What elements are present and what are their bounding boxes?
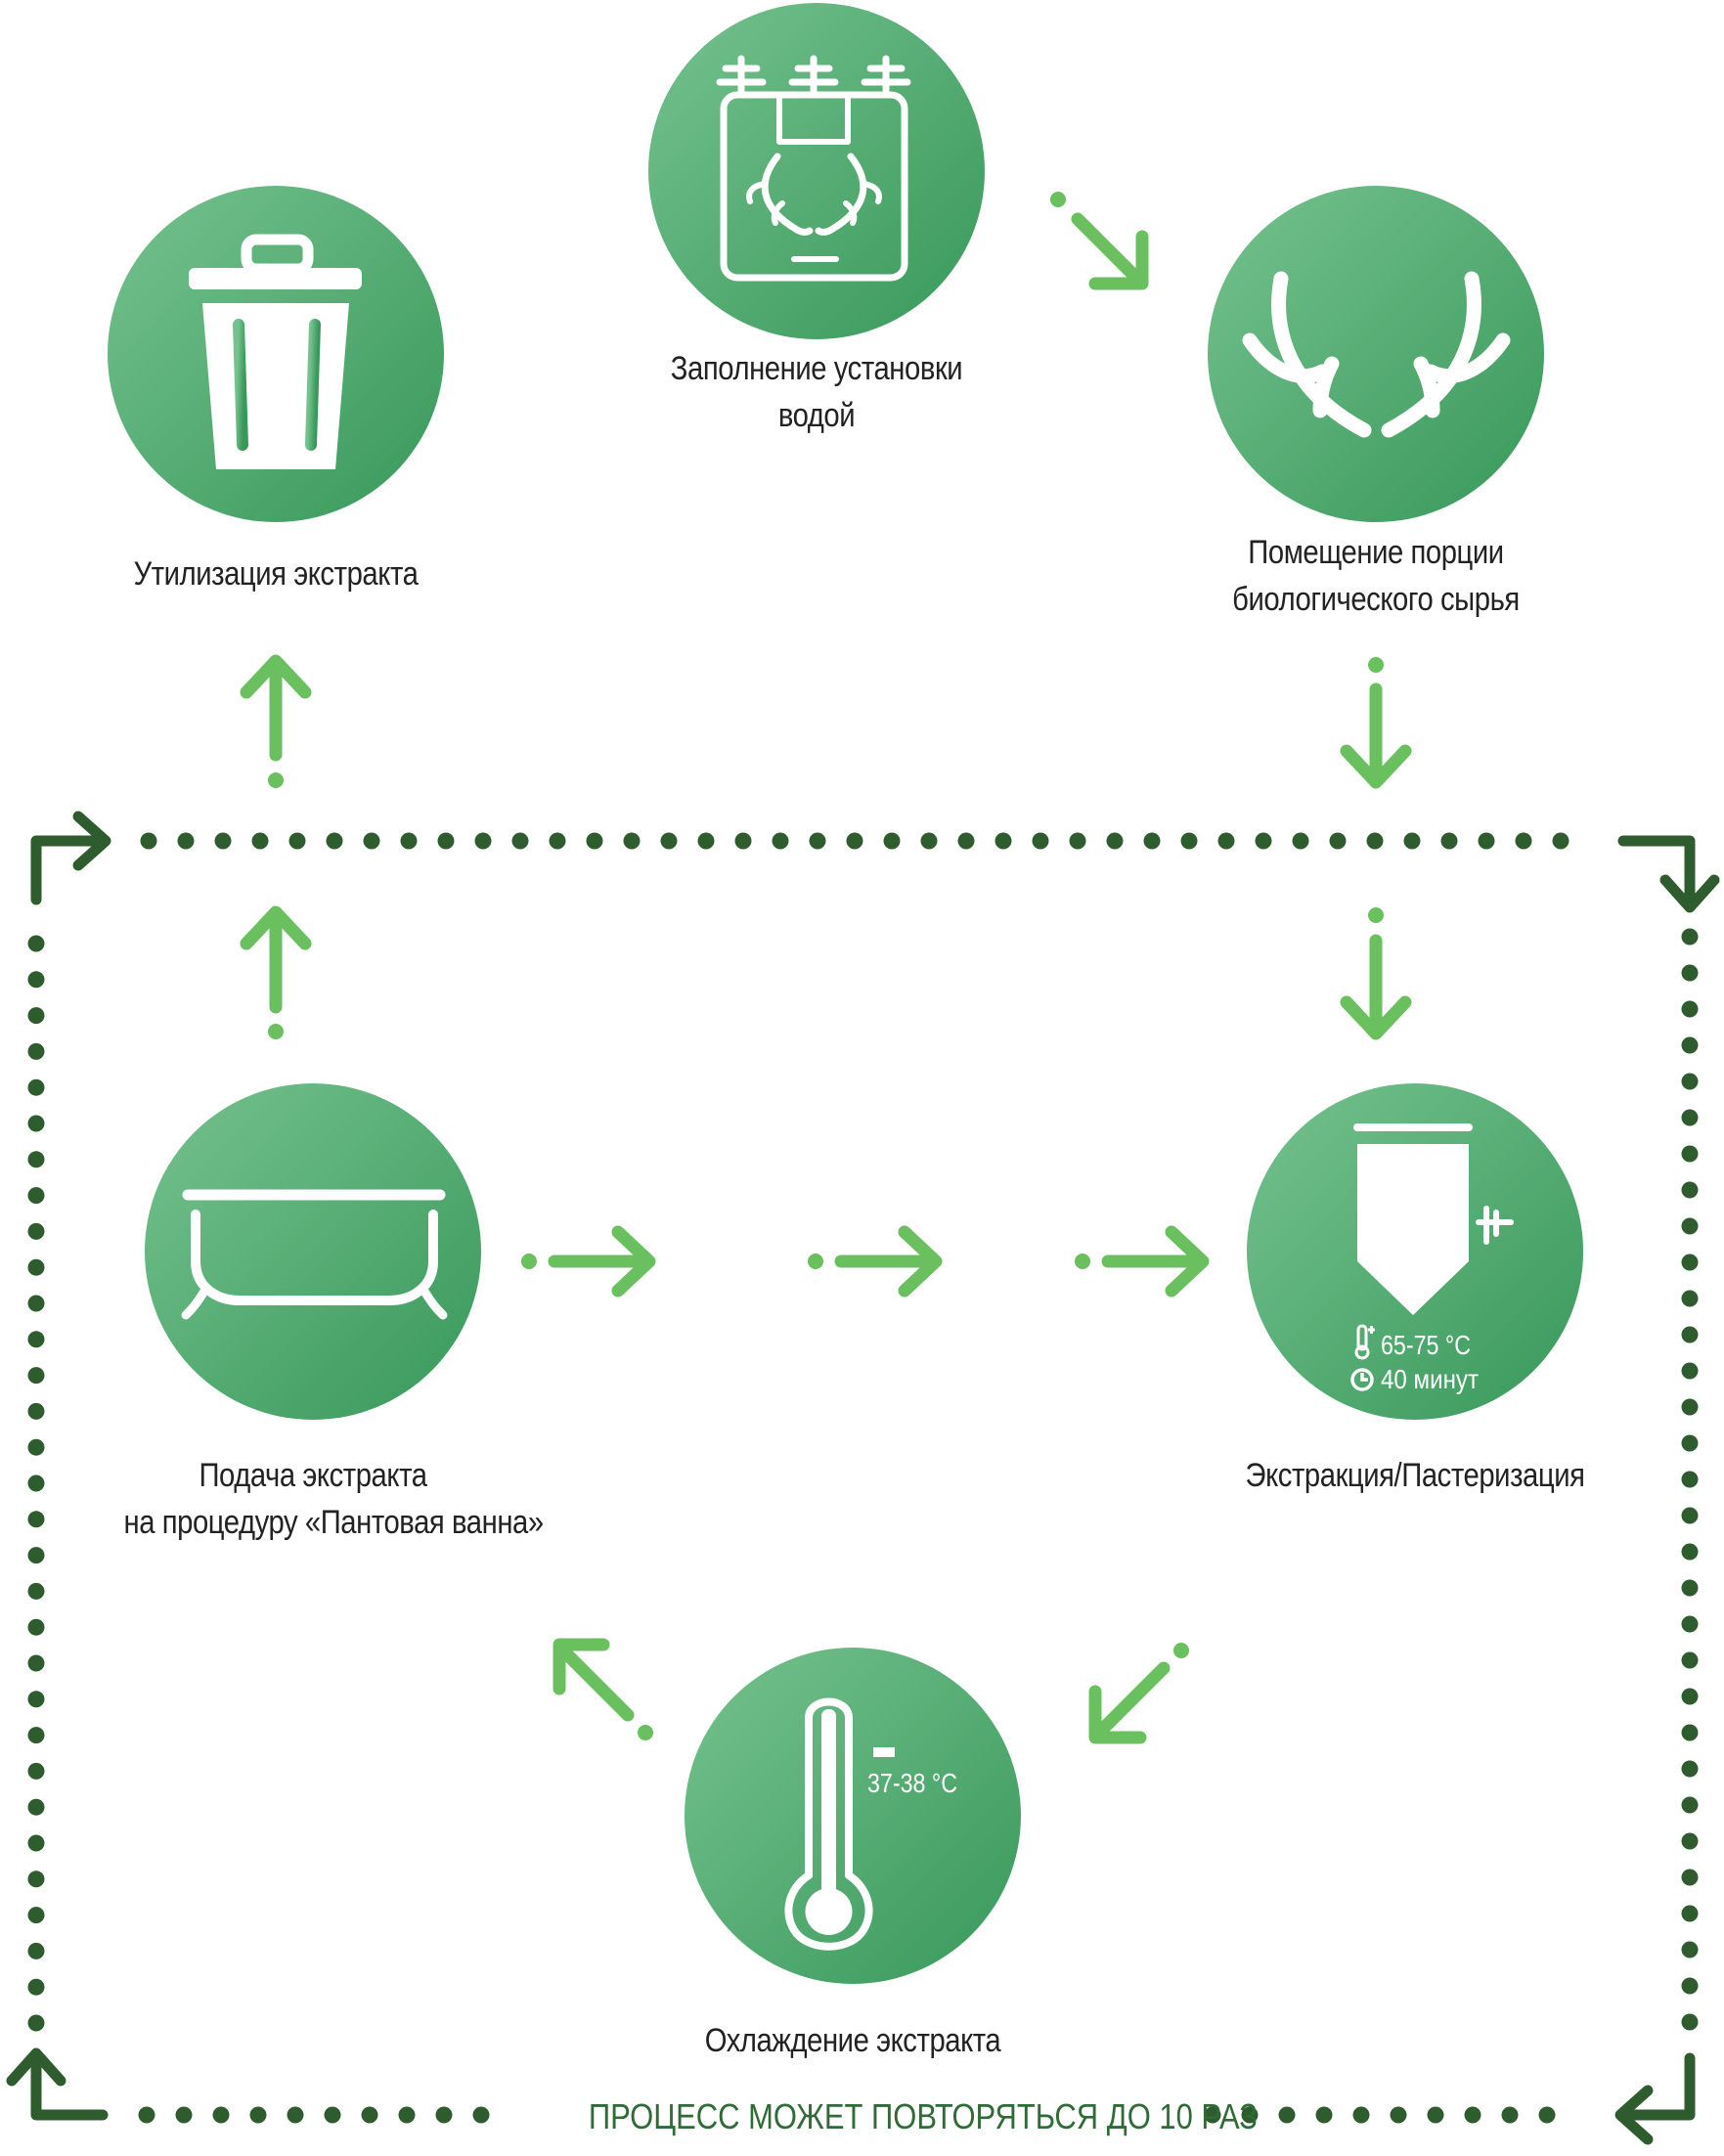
label-extraction: Экстракция/Пастеризация [1226, 1452, 1605, 1499]
label-line: Заполнение установки [670, 350, 963, 387]
flow-arrows [240, 192, 1412, 1744]
label-line: Помещение порции [1248, 534, 1504, 571]
label-disposal: Утилизация экстракта [108, 550, 444, 597]
step-place-portion [1208, 186, 1544, 522]
label-fill-water: Заполнение установки водой [648, 345, 985, 439]
arrow-extraction-to-cooling [1088, 1643, 1189, 1744]
loop-corner-top-right-icon [1617, 835, 1720, 913]
antlers-icon [1242, 271, 1511, 438]
repeat-loop [6, 811, 1720, 2145]
label-line: Охлаждение экстракта [704, 2022, 1001, 2059]
arrow-bath-up [240, 905, 312, 1039]
step-disposal [108, 186, 444, 522]
arrow-cooling-to-bath [553, 1638, 653, 1740]
step-circle [648, 3, 985, 339]
cooling-temp: 37-38 °C [867, 1768, 957, 1798]
loop-corner-bottom-left-icon [6, 2047, 109, 2121]
label-cooling: Охлаждение экстракта [685, 2017, 1021, 2064]
label-line: Утилизация экстракта [133, 555, 419, 593]
label-bath-supply: Подача экстракта на процедуру «Пантовая … [123, 1452, 545, 1546]
label-line: на процедуру «Пантовая ванна» [123, 1504, 545, 1541]
label-line: Подача экстракта [199, 1457, 427, 1494]
arrow-horizontal-2 [808, 1225, 943, 1298]
loop-caption: ПРОЦЕСС МОЖЕТ ПОВТОРЯТЬСЯ ДО 10 РАЗ [588, 2092, 1258, 2141]
tank-with-antlers-icon [716, 55, 911, 282]
label-line: биологического сырья [1232, 581, 1520, 618]
bathtub-icon [181, 1189, 448, 1320]
label-place-portion: Помещение порции биологического сырья [1208, 529, 1544, 623]
label-line: Экстракция/Пастеризация [1245, 1457, 1585, 1494]
clock-icon [1350, 1368, 1374, 1391]
trash-can-icon [189, 234, 362, 469]
loop-corner-bottom-right-icon [1614, 2052, 1696, 2145]
loop-corner-top-left-icon [30, 811, 111, 905]
step-circle [145, 1083, 481, 1420]
step-extraction: 65-75 °C 40 минут [1247, 1083, 1583, 1420]
arrow-horizontal-1 [521, 1225, 656, 1298]
arrow-water-to-portion [1050, 192, 1149, 290]
step-circle [1208, 186, 1544, 522]
step-fill-water [648, 3, 985, 339]
arrow-to-disposal [240, 654, 312, 788]
extraction-time: 40 минут [1381, 1364, 1479, 1394]
step-bath-supply [145, 1083, 481, 1420]
temperature-icon [1354, 1324, 1375, 1360]
arrow-portion-down [1340, 657, 1412, 789]
arrow-to-extraction [1340, 907, 1412, 1040]
thermometer-icon [784, 1697, 895, 1951]
arrow-horizontal-3 [1075, 1225, 1210, 1298]
step-cooling: 37-38 °C [685, 1648, 1021, 1984]
label-line: водой [777, 397, 856, 434]
extraction-tank-icon [1353, 1123, 1514, 1315]
extraction-temp: 65-75 °C [1381, 1330, 1471, 1360]
